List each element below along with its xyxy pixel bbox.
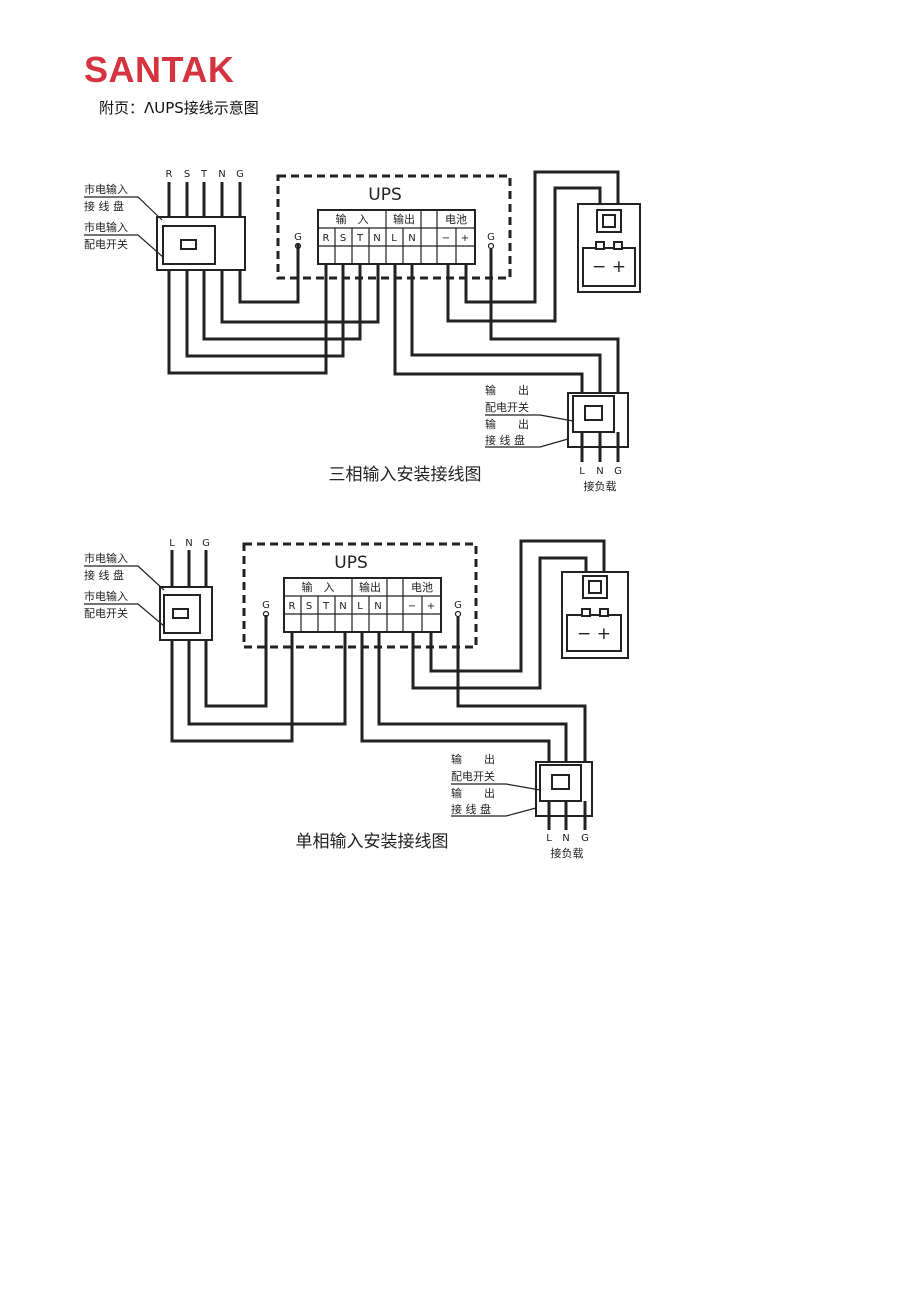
svg-text:G: G	[581, 833, 589, 844]
svg-text:R: R	[289, 601, 296, 612]
output-panel-label-1: 输 出	[485, 417, 529, 431]
svg-text:L: L	[169, 538, 175, 549]
svg-text:T: T	[322, 601, 330, 612]
input-terminal-s: S	[184, 169, 190, 180]
page-caption: 附页：ΛUPS接线示意图	[99, 99, 259, 117]
wire-out-g	[489, 249, 620, 430]
svg-text:R: R	[323, 233, 330, 244]
ups-label: UPS	[368, 185, 402, 205]
svg-text:电池: 电池	[411, 581, 433, 594]
svg-text:接负载: 接负载	[551, 846, 584, 860]
battery: − +	[561, 571, 629, 659]
battery-group-header: 电池	[445, 213, 467, 226]
input-terminal-g: G	[236, 169, 244, 180]
single-phase-title: 单相输入安装接线图	[296, 832, 449, 852]
input-panel-label-1: 市电输入	[84, 182, 128, 196]
svg-text:UPS: UPS	[334, 553, 368, 573]
ups-terminal-block: 输 入 输出 电池 R S T N L N − +	[317, 209, 476, 265]
output-switch-label-2: 配电开关	[485, 400, 529, 414]
input-switch-label-2: 配电开关	[84, 237, 128, 251]
svg-text:G: G	[262, 600, 270, 611]
output-panel-label-2: 接 线 盘	[485, 433, 525, 447]
output-group-header: 输出	[393, 212, 415, 226]
wire-bat-pos	[429, 539, 606, 673]
battery: − +	[577, 203, 641, 293]
svg-text:N: N	[562, 833, 569, 844]
svg-text:− +: − +	[577, 624, 611, 644]
svg-text:N: N	[339, 601, 346, 612]
svg-text:N: N	[373, 233, 380, 244]
input-switch-handle	[180, 239, 197, 250]
ups-ground-left: G	[294, 232, 302, 243]
svg-text:G: G	[614, 466, 622, 477]
svg-text:N: N	[374, 601, 381, 612]
output-switch-handle	[551, 774, 570, 790]
output-switch	[572, 395, 615, 433]
input-terminal-t: T	[200, 169, 208, 180]
input-terminal-r: R	[166, 169, 173, 180]
single-phase-diagram: L N G 市电输入 接 线 盘 市电输入 配电开关 UPS 输 入	[84, 538, 629, 860]
svg-text:T: T	[356, 233, 364, 244]
svg-text:输出: 输出	[359, 580, 381, 594]
svg-text:输 入: 输 入	[302, 580, 335, 594]
wire-g	[204, 550, 268, 708]
svg-text:配电开关: 配电开关	[451, 769, 495, 783]
svg-text:G: G	[454, 600, 462, 611]
input-switch-handle	[172, 608, 189, 619]
svg-text:G: G	[202, 538, 210, 549]
wire-out-g	[456, 617, 587, 800]
wire-bat-pos	[464, 170, 620, 304]
three-phase-title: 三相输入安装接线图	[329, 465, 482, 485]
output-switch-label-1: 输 出	[485, 383, 529, 397]
svg-text:输 出: 输 出	[451, 752, 495, 766]
svg-text:市电输入: 市电输入	[84, 589, 128, 603]
input-group-header: 输 入	[336, 212, 369, 226]
svg-text:S: S	[340, 233, 346, 244]
svg-text:+: +	[427, 601, 435, 612]
ups-enclosure	[242, 542, 478, 649]
wire-bat-neg	[446, 186, 602, 323]
ups-terminal-block: 输 入 输出 电池 R S T N L N − +	[283, 577, 442, 633]
svg-text:L: L	[579, 466, 585, 477]
svg-text:−: −	[442, 233, 450, 244]
wire-g	[238, 182, 300, 304]
svg-text:N: N	[408, 233, 415, 244]
output-switch-handle	[584, 405, 603, 421]
svg-text:输 出: 输 出	[451, 786, 495, 800]
input-panel-label-2: 接 线 盘	[84, 199, 124, 213]
load-label: 接负载	[584, 479, 617, 493]
wire-bat-neg	[411, 556, 588, 690]
svg-text:S: S	[306, 601, 312, 612]
svg-text:配电开关: 配电开关	[84, 606, 128, 620]
battery-symbols: − +	[592, 257, 626, 277]
svg-text:接 线 盘: 接 线 盘	[451, 802, 491, 816]
three-phase-diagram: R S T N G 市电输入 接 线 盘 市电输入 配电开关 UPS	[84, 169, 641, 493]
wire-r	[167, 182, 328, 375]
svg-text:L: L	[391, 233, 397, 244]
svg-text:市电输入: 市电输入	[84, 551, 128, 565]
wire-l	[170, 550, 294, 743]
input-switch-label-1: 市电输入	[84, 220, 128, 234]
ups-ground-right: G	[487, 232, 495, 243]
svg-text:接 线 盘: 接 线 盘	[84, 568, 124, 582]
santak-logo: SANTAK	[84, 49, 235, 90]
svg-text:+: +	[461, 233, 469, 244]
svg-text:−: −	[408, 601, 416, 612]
svg-text:L: L	[546, 833, 552, 844]
input-terminal-n: N	[218, 169, 225, 180]
svg-text:N: N	[185, 538, 192, 549]
svg-text:N: N	[596, 466, 603, 477]
svg-text:L: L	[357, 601, 363, 612]
